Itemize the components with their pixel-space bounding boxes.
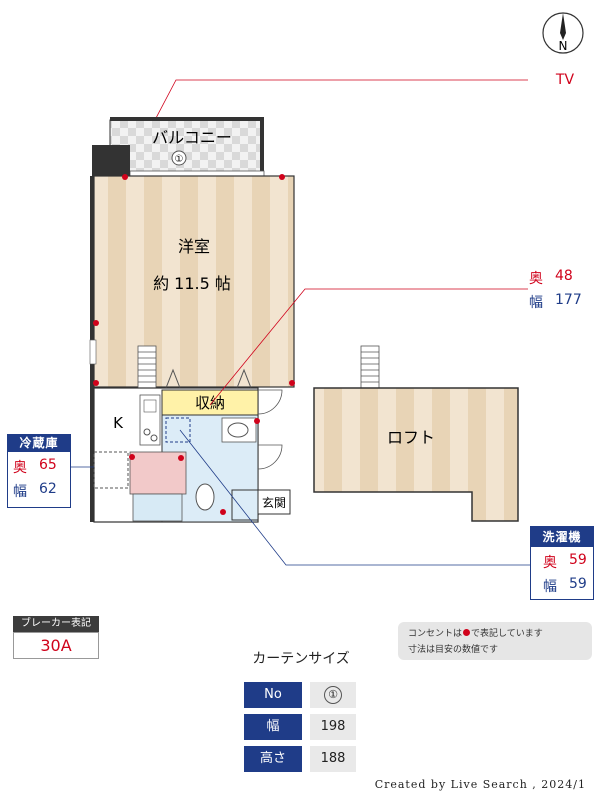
fridge-width-value: 62 bbox=[39, 481, 57, 497]
western-room-label: 洋室 bbox=[178, 237, 210, 256]
storage-leader-line bbox=[209, 288, 528, 406]
washer-depth-value: 59 bbox=[569, 552, 587, 568]
storage-dimensions: 奥 48 幅 177 bbox=[529, 268, 593, 312]
loft-ladder-2 bbox=[360, 345, 380, 389]
storage-label: 収納 bbox=[195, 394, 225, 412]
entrance bbox=[257, 489, 291, 515]
curtain-row-value: ① bbox=[324, 686, 342, 704]
fridge-callout: 冷蔵庫 奥 65 幅 62 bbox=[7, 434, 71, 508]
note-line1-a: コンセントは bbox=[408, 629, 463, 639]
curtain-title: カーテンサイズ bbox=[252, 651, 350, 667]
storage-width-value: 177 bbox=[555, 292, 582, 308]
fridge-space bbox=[93, 451, 129, 489]
washer-leader-line bbox=[179, 429, 530, 566]
balcony-label: バルコニー bbox=[152, 128, 232, 147]
note-line1-b: で表記しています bbox=[471, 629, 543, 639]
loft-label: ロフト bbox=[387, 428, 435, 447]
washer-depth-label: 奥 bbox=[543, 555, 557, 571]
compass-north-label: N bbox=[559, 39, 568, 53]
compass: N bbox=[542, 12, 584, 54]
tv-label: TV bbox=[555, 72, 575, 88]
storage-width-label: 幅 bbox=[529, 295, 543, 311]
entrance-label: 玄関 bbox=[262, 495, 286, 510]
outlet-dot-icon bbox=[463, 629, 471, 636]
bathtub bbox=[132, 493, 183, 522]
washer-width-value: 59 bbox=[569, 576, 587, 592]
curtain-row-label: 高さ bbox=[244, 746, 302, 772]
breaker-value: 30A bbox=[13, 632, 99, 659]
storage-depth-value: 48 bbox=[555, 268, 573, 284]
note-line2: 寸法は目安の数値です bbox=[408, 645, 499, 655]
balcony-window-number: ① bbox=[175, 154, 184, 165]
western-room-size: 約 11.5 帖 bbox=[153, 274, 231, 293]
storage bbox=[161, 389, 259, 416]
storage-depth-label: 奥 bbox=[529, 271, 543, 287]
curtain-row-value: 198 bbox=[310, 714, 356, 740]
fridge-depth-value: 65 bbox=[39, 457, 57, 473]
curtain-row-height: 高さ 188 bbox=[244, 746, 356, 772]
kitchen-floor-area bbox=[129, 451, 187, 495]
legend-note: コンセントはで表記しています 寸法は目安の数値です bbox=[398, 622, 592, 660]
balcony bbox=[109, 119, 264, 176]
washer-callout: 洗濯機 奥 59 幅 59 bbox=[530, 526, 594, 600]
breaker-label: ブレーカー表記 bbox=[13, 616, 99, 632]
kitchen-label: K bbox=[113, 414, 124, 432]
washer-width-label: 幅 bbox=[543, 579, 557, 595]
loft bbox=[313, 387, 519, 522]
curtain-row-width: 幅 198 bbox=[244, 714, 356, 740]
loft-ladder bbox=[137, 345, 157, 389]
toilet bbox=[195, 483, 215, 511]
curtain-row-no: No ① bbox=[244, 682, 356, 708]
credit-text: Created by Live Search , 2024/1 bbox=[374, 778, 586, 791]
curtain-row-label: 幅 bbox=[244, 714, 302, 740]
fridge-title: 冷蔵庫 bbox=[8, 435, 70, 452]
western-room bbox=[93, 175, 295, 388]
washer-title: 洗濯機 bbox=[531, 527, 593, 547]
fridge-depth-label: 奥 bbox=[13, 460, 27, 476]
fridge-width-label: 幅 bbox=[13, 484, 27, 500]
curtain-row-label: No bbox=[244, 682, 302, 708]
washer-space bbox=[165, 417, 191, 443]
curtain-row-value: 188 bbox=[310, 746, 356, 772]
